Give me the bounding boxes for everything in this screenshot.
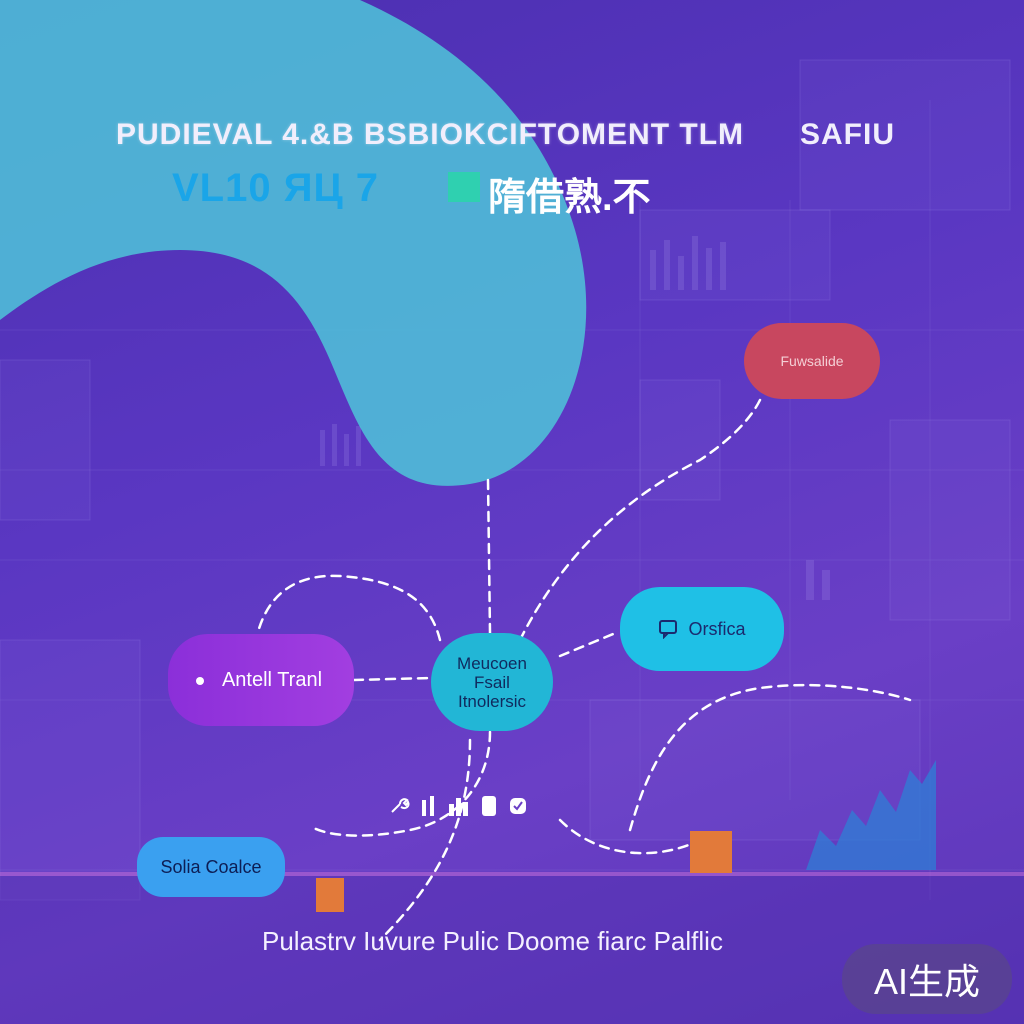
node-center[interactable]: Meucoen Fsail Itnolersic <box>431 633 553 731</box>
orange-marker-left <box>316 878 344 912</box>
node-center-line-2: Fsail <box>474 672 510 692</box>
node-cyan-label: Orsfica <box>688 618 746 639</box>
chart-icon <box>449 798 468 816</box>
lock-icon <box>482 796 496 816</box>
title-line-1: PUDIEVAL 4.&B BSBIOKCIFTOMENT TLM <box>116 118 745 151</box>
node-red-label: Fuwsalide <box>780 353 844 369</box>
node-center-line-1: Meucoen <box>457 653 527 673</box>
bottom-caption: Pulastrv Iuvure Pulic Doome fiarc Palfli… <box>262 926 723 956</box>
node-center-line-3: Itnolersic <box>457 691 527 711</box>
node-red[interactable]: Fuwsalide <box>744 323 880 399</box>
node-blue[interactable]: Solia Coalce <box>137 837 285 897</box>
node-blue-label: Solia Coalce <box>160 856 262 877</box>
bullet-dot-icon <box>196 677 204 685</box>
node-purple[interactable]: Antell Tranl <box>168 634 354 726</box>
title-accent-bar <box>448 172 480 202</box>
node-purple-label: Antell Tranl <box>221 668 323 691</box>
ai-generated-badge: AI生成 <box>842 944 1012 1014</box>
title-line-1-right: SAFIU <box>800 118 895 151</box>
node-cyan[interactable]: Orsfica <box>620 587 784 671</box>
check-icon <box>510 798 526 814</box>
message-icon <box>659 620 678 639</box>
icon-row <box>388 794 528 816</box>
title-line-2-left: VL10 ЯЦ 7 <box>172 166 380 210</box>
title-line-2-right: 隋借熟.不 <box>488 177 651 219</box>
tool-icon <box>391 798 410 813</box>
orange-marker-right <box>690 831 732 873</box>
teal-blob <box>0 0 587 486</box>
bars-icon <box>422 796 434 816</box>
